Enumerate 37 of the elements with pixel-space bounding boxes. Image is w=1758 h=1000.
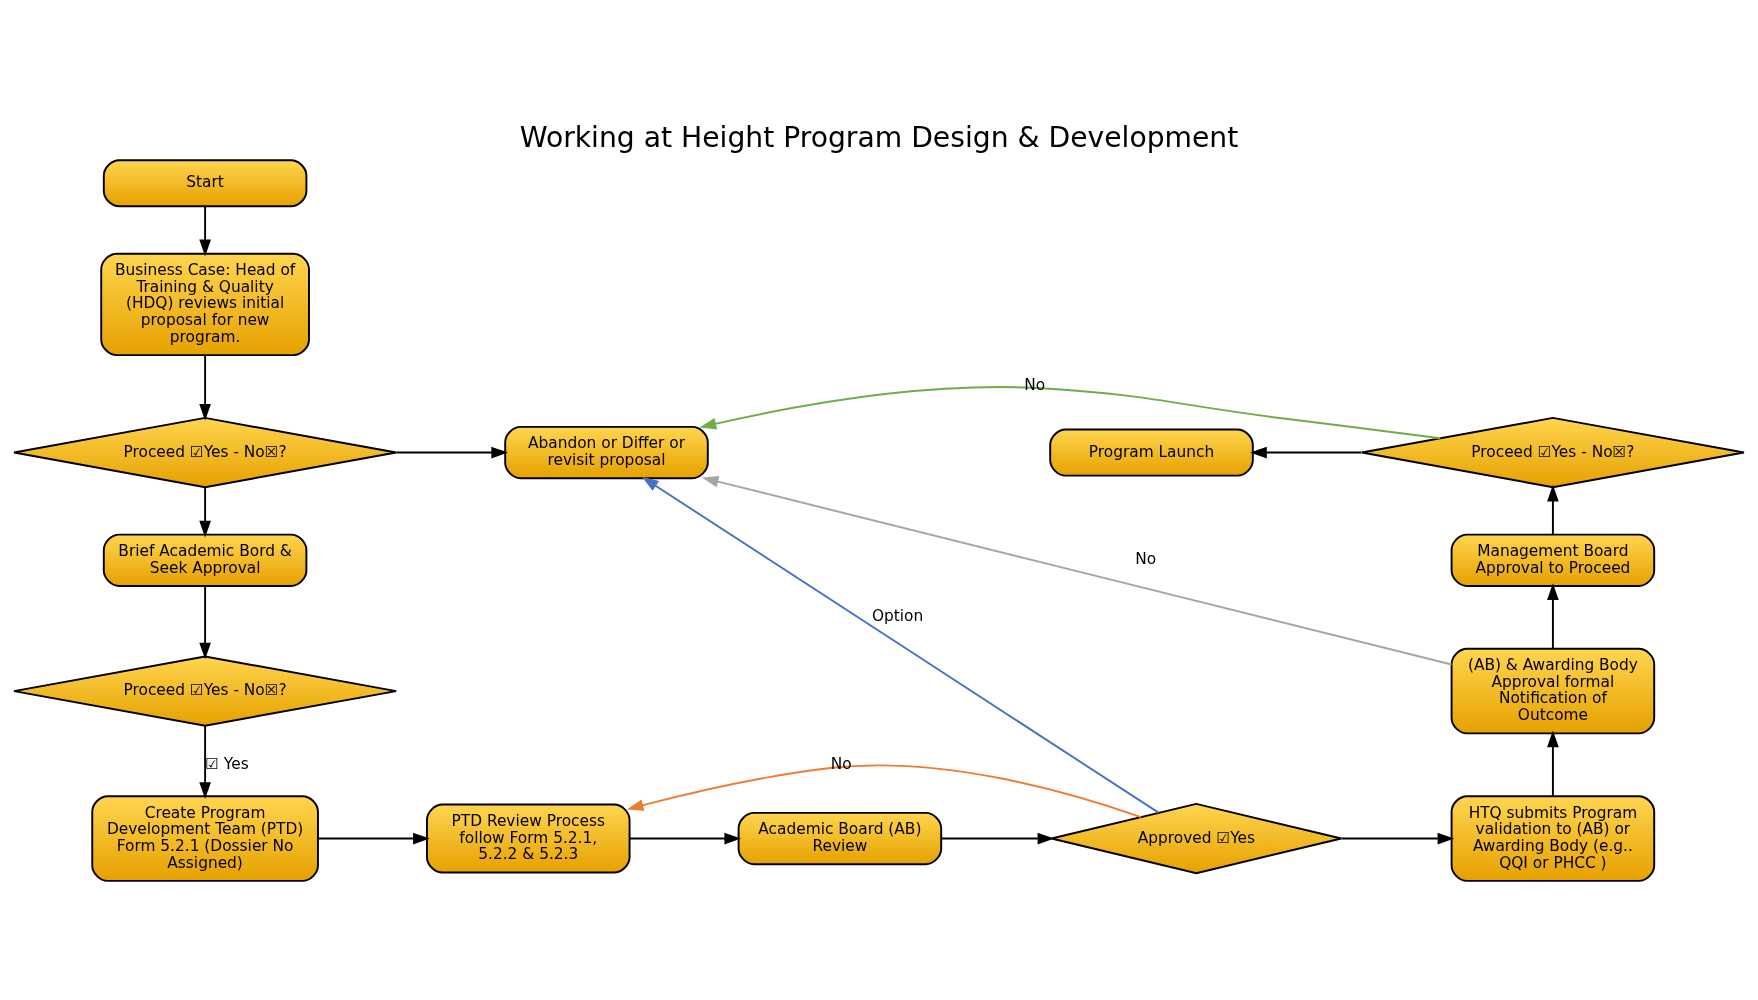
arrow [628, 832, 742, 845]
edge-label: No [1135, 550, 1157, 569]
node-diamond: Proceed ☑Yes - No☒? [1360, 416, 1745, 489]
node-box: Brief Academic Bord & Seek Approval [102, 533, 308, 587]
node-box: HTQ submits Program validation to (AB) or Awarding Body (e.g.. QQI or PHCC ) [1450, 795, 1656, 882]
arrow [317, 832, 430, 845]
arrow [199, 354, 211, 421]
node-box: Abandon or Differ or revisit proposal [504, 425, 709, 480]
arrow [199, 585, 211, 660]
node-diamond: Approved ☑Yes [1050, 802, 1343, 875]
node-box: Create Program Development Team (PTD) Form 5.2.1 (Dossier No Assigned) [91, 795, 319, 882]
arrow [701, 476, 1453, 666]
edge-label: Option [871, 607, 924, 626]
node-box: (AB) & Awarding Body Approval formal Notification of Outcome [1450, 647, 1656, 735]
arrow [1547, 583, 1559, 650]
arrow [1547, 730, 1559, 797]
node-box: Start [102, 159, 308, 208]
node-box: Academic Board (AB) Review [737, 811, 943, 866]
arrow [699, 386, 1442, 440]
node-box: Program Launch [1049, 428, 1254, 477]
edge-label: ☑ Yes [205, 754, 249, 773]
node-box: Business Case: Head of Training & Quality (HDQ) reviews initial proposal for new program. [100, 252, 310, 357]
arrow [199, 725, 211, 799]
arrow [1250, 446, 1363, 459]
diagram-title: Working at Height Program Design & Development [519, 120, 1239, 154]
node-diamond: Proceed ☑Yes - No☒? [13, 655, 398, 727]
node-diamond: Proceed ☑Yes - No☒? [13, 416, 398, 489]
arrow [199, 486, 211, 538]
arrow [626, 764, 1142, 819]
arrow [1547, 484, 1559, 536]
arrow [395, 446, 509, 459]
arrow [1340, 832, 1455, 845]
node-box: Management Board Approval to Proceed [1450, 533, 1656, 587]
arrow [641, 476, 1160, 814]
arrow [199, 205, 211, 257]
arrow [940, 832, 1055, 845]
node-box: PTD Review Process follow Form 5.2.1, 5.2.2 & 5.2.3 [426, 803, 631, 874]
